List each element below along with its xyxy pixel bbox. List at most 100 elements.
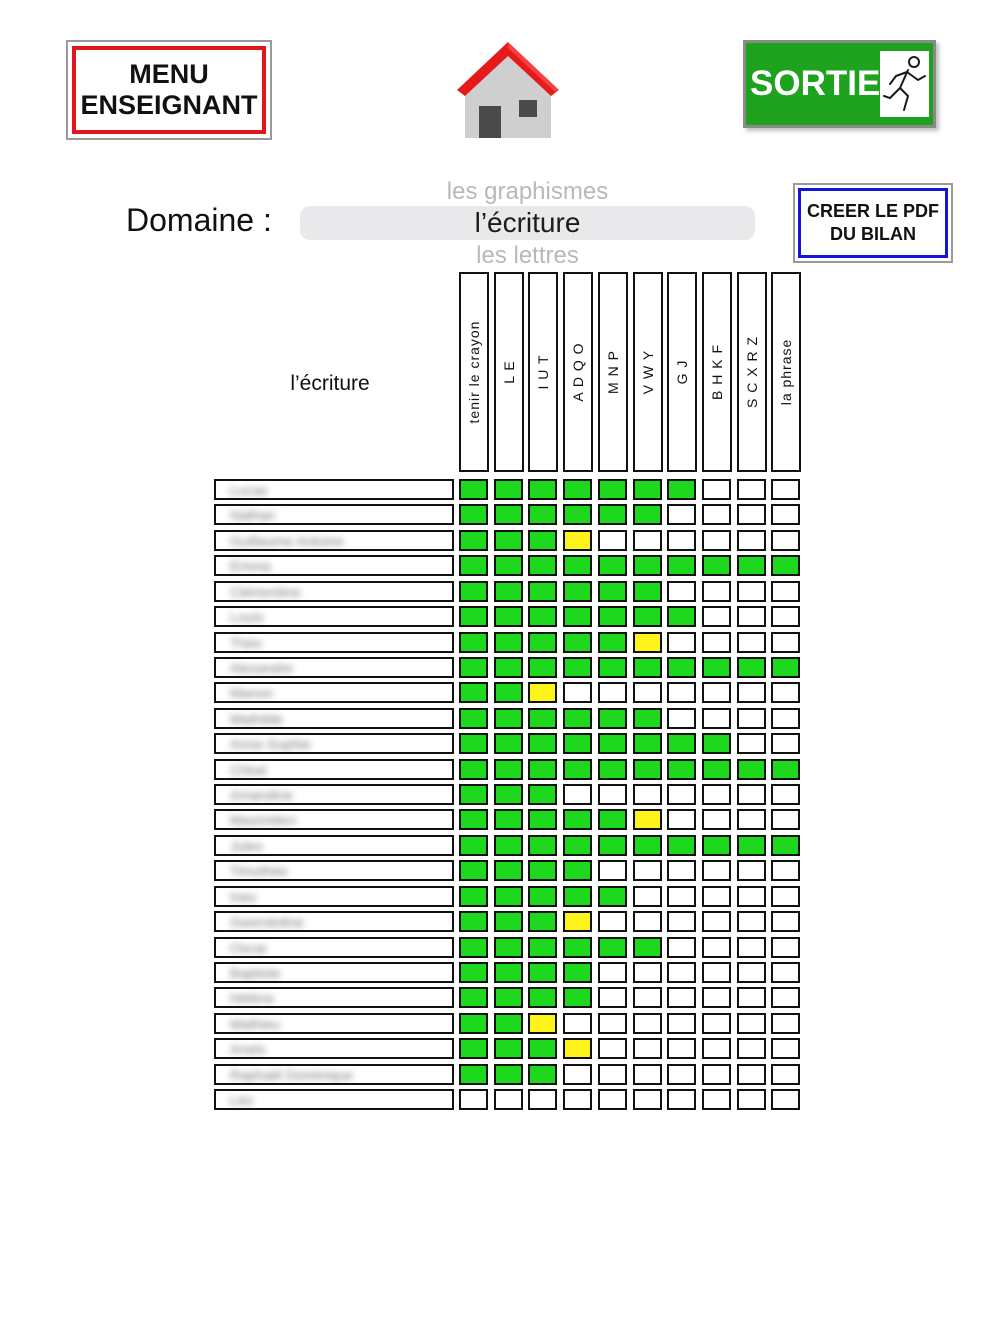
evaluation-cell[interactable] — [667, 580, 697, 602]
evaluation-cell[interactable] — [736, 682, 766, 704]
evaluation-cell[interactable] — [528, 707, 558, 729]
evaluation-cell[interactable] — [667, 1012, 697, 1034]
evaluation-cell[interactable] — [459, 1089, 488, 1111]
evaluation-cell[interactable] — [701, 885, 731, 907]
column-header[interactable]: tenir le crayon — [459, 272, 489, 472]
evaluation-cell[interactable] — [459, 682, 488, 704]
evaluation-cell[interactable] — [701, 529, 731, 551]
evaluation-cell[interactable] — [493, 809, 523, 831]
evaluation-cell[interactable] — [493, 885, 523, 907]
evaluation-cell[interactable] — [632, 656, 662, 678]
evaluation-cell[interactable] — [701, 784, 731, 806]
evaluation-cell[interactable] — [701, 961, 731, 983]
evaluation-cell[interactable] — [597, 606, 627, 628]
evaluation-cell[interactable] — [667, 733, 697, 755]
evaluation-cell[interactable] — [667, 987, 697, 1009]
evaluation-cell[interactable] — [528, 885, 558, 907]
evaluation-cell[interactable] — [701, 1038, 731, 1060]
evaluation-cell[interactable] — [493, 682, 523, 704]
evaluation-cell[interactable] — [563, 885, 593, 907]
evaluation-cell[interactable] — [632, 885, 662, 907]
evaluation-cell[interactable] — [528, 834, 558, 856]
evaluation-cell[interactable] — [736, 784, 766, 806]
evaluation-cell[interactable] — [736, 1038, 766, 1060]
evaluation-cell[interactable] — [493, 479, 523, 500]
evaluation-cell[interactable] — [736, 707, 766, 729]
student-name-cell[interactable]: Baptiste — [214, 961, 454, 983]
evaluation-cell[interactable] — [736, 1089, 766, 1111]
evaluation-cell[interactable] — [667, 1063, 697, 1085]
evaluation-cell[interactable] — [597, 936, 627, 958]
picker-option-current[interactable]: l’écriture — [474, 207, 581, 238]
evaluation-cell[interactable] — [563, 1012, 593, 1034]
evaluation-cell[interactable] — [493, 758, 523, 780]
evaluation-cell[interactable] — [736, 1063, 766, 1085]
evaluation-cell[interactable] — [459, 784, 488, 806]
domain-picker[interactable]: les graphismes l’écriture les lettres — [300, 178, 755, 264]
evaluation-cell[interactable] — [632, 860, 662, 882]
evaluation-cell[interactable] — [667, 631, 697, 653]
evaluation-cell[interactable] — [771, 606, 801, 628]
evaluation-cell[interactable] — [459, 911, 488, 933]
home-button[interactable] — [455, 38, 561, 142]
evaluation-cell[interactable] — [632, 707, 662, 729]
evaluation-cell[interactable] — [597, 656, 627, 678]
evaluation-cell[interactable] — [771, 504, 801, 526]
evaluation-cell[interactable] — [459, 529, 488, 551]
evaluation-cell[interactable] — [493, 656, 523, 678]
evaluation-cell[interactable] — [736, 1012, 766, 1034]
evaluation-cell[interactable] — [701, 1063, 731, 1085]
evaluation-cell[interactable] — [667, 1089, 697, 1111]
student-name-cell[interactable]: Nathan — [214, 504, 454, 526]
evaluation-cell[interactable] — [528, 1038, 558, 1060]
evaluation-cell[interactable] — [667, 504, 697, 526]
column-header[interactable]: V W Y — [632, 272, 663, 472]
evaluation-cell[interactable] — [632, 555, 662, 577]
evaluation-cell[interactable] — [493, 529, 523, 551]
evaluation-cell[interactable] — [771, 758, 801, 780]
evaluation-cell[interactable] — [528, 682, 558, 704]
evaluation-cell[interactable] — [632, 911, 662, 933]
evaluation-cell[interactable] — [632, 1063, 662, 1085]
evaluation-cell[interactable] — [563, 809, 593, 831]
evaluation-cell[interactable] — [493, 1012, 523, 1034]
evaluation-cell[interactable] — [701, 936, 731, 958]
evaluation-cell[interactable] — [597, 987, 627, 1009]
column-header[interactable]: G J — [667, 272, 698, 472]
evaluation-cell[interactable] — [563, 555, 593, 577]
evaluation-cell[interactable] — [701, 555, 731, 577]
evaluation-cell[interactable] — [597, 911, 627, 933]
evaluation-cell[interactable] — [493, 580, 523, 602]
evaluation-cell[interactable] — [528, 784, 558, 806]
evaluation-cell[interactable] — [563, 656, 593, 678]
evaluation-cell[interactable] — [667, 529, 697, 551]
evaluation-cell[interactable] — [459, 707, 488, 729]
evaluation-cell[interactable] — [597, 529, 627, 551]
evaluation-cell[interactable] — [493, 1038, 523, 1060]
student-name-cell[interactable]: Hélène — [214, 987, 454, 1009]
evaluation-cell[interactable] — [597, 961, 627, 983]
evaluation-cell[interactable] — [701, 1089, 731, 1111]
evaluation-cell[interactable] — [459, 834, 488, 856]
evaluation-cell[interactable] — [632, 1038, 662, 1060]
student-name-cell[interactable]: Léo — [214, 1089, 454, 1111]
evaluation-cell[interactable] — [459, 860, 488, 882]
evaluation-cell[interactable] — [771, 987, 801, 1009]
student-name-cell[interactable]: Clémentine — [214, 580, 454, 602]
evaluation-cell[interactable] — [667, 809, 697, 831]
evaluation-cell[interactable] — [493, 1063, 523, 1085]
evaluation-cell[interactable] — [736, 961, 766, 983]
evaluation-cell[interactable] — [597, 1012, 627, 1034]
student-name-cell[interactable]: Emma — [214, 555, 454, 577]
evaluation-cell[interactable] — [771, 656, 801, 678]
evaluation-cell[interactable] — [459, 631, 488, 653]
evaluation-cell[interactable] — [771, 733, 801, 755]
evaluation-cell[interactable] — [632, 758, 662, 780]
evaluation-cell[interactable] — [736, 733, 766, 755]
evaluation-cell[interactable] — [771, 860, 801, 882]
evaluation-cell[interactable] — [528, 860, 558, 882]
evaluation-cell[interactable] — [493, 987, 523, 1009]
evaluation-cell[interactable] — [597, 504, 627, 526]
evaluation-cell[interactable] — [597, 555, 627, 577]
student-name-cell[interactable]: Amandine — [214, 784, 454, 806]
